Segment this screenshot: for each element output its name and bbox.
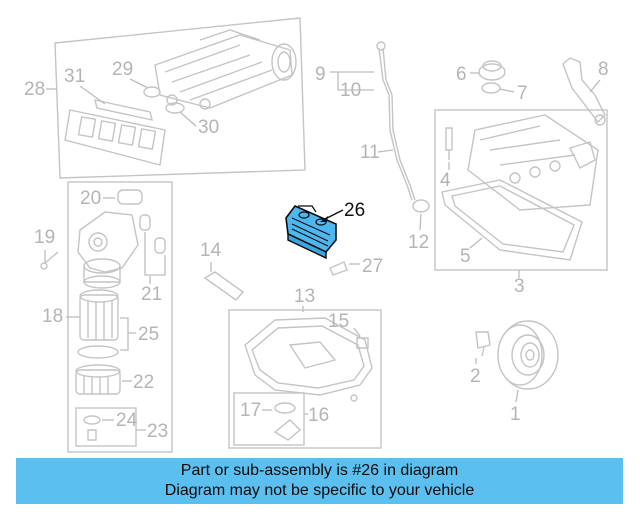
- callout-8: 8: [598, 59, 609, 80]
- dipstick-group: 9 10 11 12: [315, 41, 430, 253]
- callout-2: 2: [470, 366, 481, 387]
- callout-13: 13: [294, 286, 315, 307]
- pulley-group: 2 1: [470, 320, 559, 425]
- callout-25: 25: [138, 324, 159, 345]
- callout-11: 11: [360, 142, 380, 163]
- part-14-group: 14: [200, 240, 245, 301]
- banner-line-1: Part or sub-assembly is #26 in diagram: [180, 462, 459, 479]
- callout-14: 14: [200, 240, 222, 261]
- callout-22: 22: [133, 372, 154, 393]
- callout-9: 9: [315, 64, 326, 85]
- banner-line-2: Diagram may not be specific to your vehi…: [164, 482, 475, 499]
- intake-manifold-part: [154, 29, 297, 110]
- bolt-27-group: 27: [329, 256, 383, 277]
- breather-hose-group: 8: [562, 57, 609, 126]
- parts-diagram: 28 31 29 30 9 10: [24, 17, 609, 453]
- callout-23: 23: [147, 421, 168, 442]
- callout-16: 16: [308, 405, 329, 426]
- callout-1: 1: [510, 404, 521, 425]
- callout-30: 30: [198, 117, 219, 138]
- oil-pan-group: 13 15 17 16: [228, 286, 382, 449]
- filler-cap-group: 6 7: [456, 60, 528, 104]
- callout-28: 28: [24, 79, 45, 100]
- oil-cooler-part-26: 26: [285, 200, 365, 260]
- callout-4: 4: [440, 170, 451, 191]
- callout-19: 19: [34, 227, 55, 248]
- part-info-banner: Part or sub-assembly is #26 in diagram D…: [16, 458, 623, 504]
- callout-15: 15: [328, 311, 349, 332]
- callout-24: 24: [116, 410, 138, 431]
- callout-18: 18: [42, 306, 63, 327]
- oil-filter-group: 20 19 21 18 25: [34, 181, 173, 453]
- callout-27: 27: [362, 256, 383, 277]
- callout-29: 29: [112, 59, 133, 80]
- valve-cover-group: 4 5 3: [434, 109, 608, 297]
- intake-manifold-group: 28 31 29 30: [24, 17, 306, 179]
- callout-31: 31: [64, 66, 85, 87]
- callout-26: 26: [344, 200, 365, 221]
- callout-6: 6: [456, 64, 467, 85]
- callout-20: 20: [80, 188, 101, 209]
- manifold-gasket-part: [64, 99, 166, 166]
- callout-12: 12: [408, 232, 429, 253]
- callout-5: 5: [460, 246, 471, 267]
- callout-17: 17: [240, 400, 261, 421]
- callout-7: 7: [517, 83, 528, 104]
- callout-3: 3: [514, 276, 525, 297]
- callout-21: 21: [141, 284, 162, 305]
